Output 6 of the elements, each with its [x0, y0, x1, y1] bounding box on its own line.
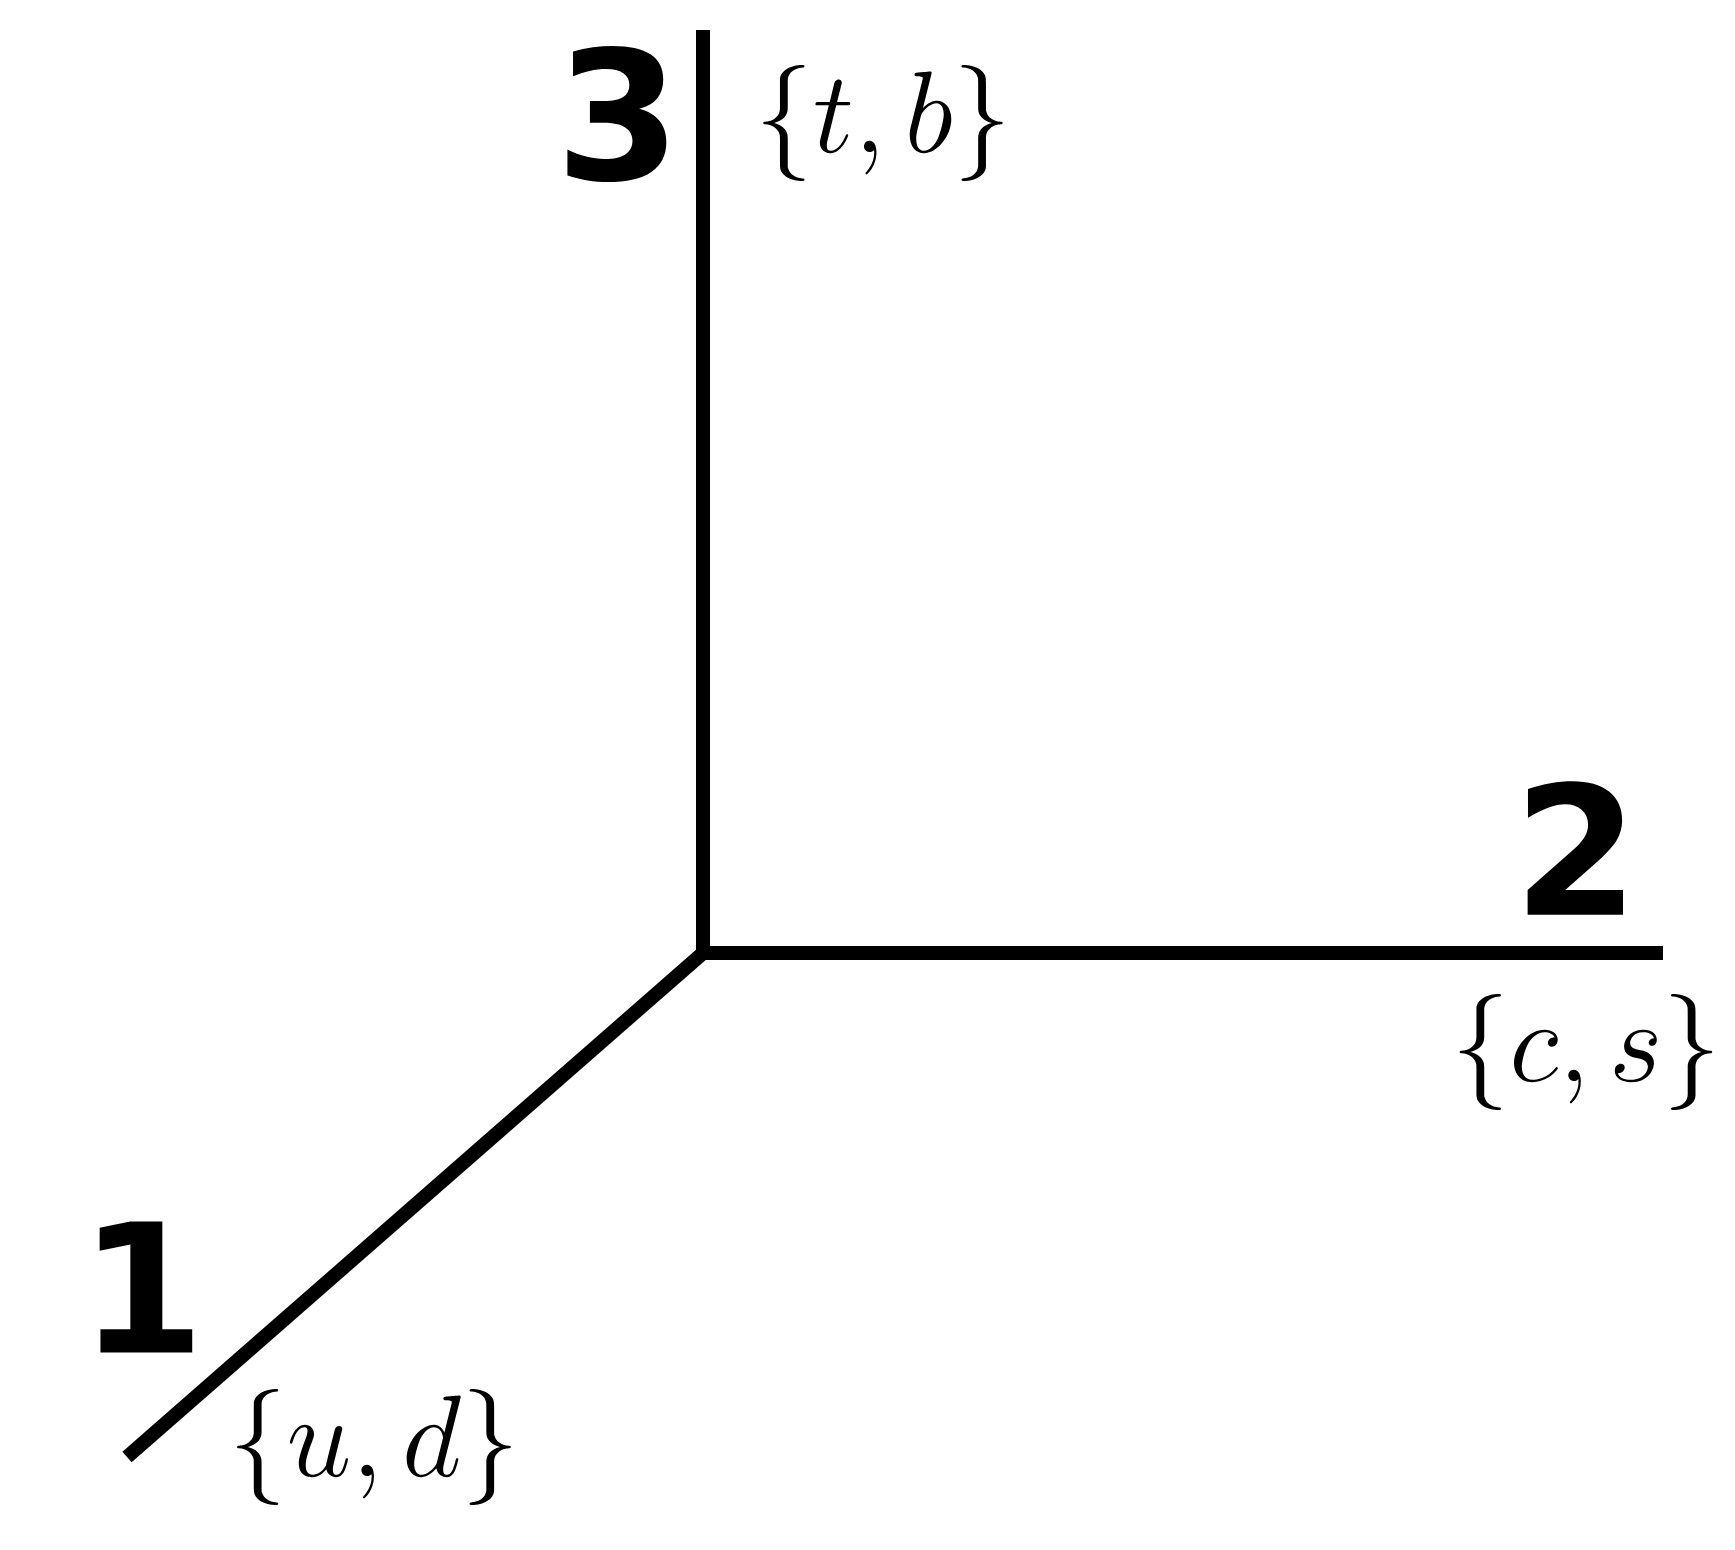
axis-label: $\{t, b\}$	[763, 65, 1003, 181]
axis-label: $\{c, s\}$	[1459, 994, 1713, 1110]
axis-label: $\{u, d\}$	[237, 1389, 511, 1505]
axis-number: 3	[567, 45, 667, 183]
axis-number: 2	[1527, 781, 1623, 915]
axis-number: 1	[99, 1221, 193, 1353]
